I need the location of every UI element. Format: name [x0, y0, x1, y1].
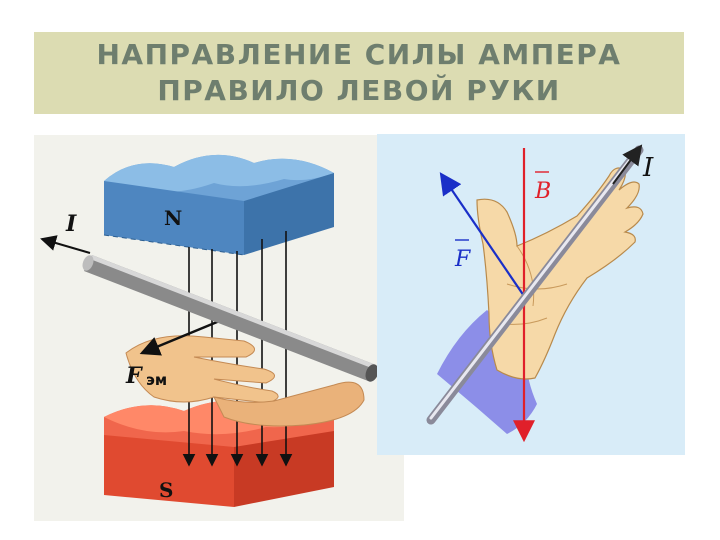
field-label: B — [534, 179, 551, 204]
left-hand-rule-figure: I B F — [377, 134, 685, 455]
current-label-left: I — [65, 211, 77, 237]
current-arrow — [40, 235, 91, 254]
force-arrow-right — [439, 172, 525, 297]
conductor-rod — [82, 255, 379, 382]
force-label-left: F — [125, 363, 143, 389]
left-hand — [125, 335, 365, 427]
pole-north-label: N — [164, 206, 182, 230]
current-label-right: I — [642, 153, 654, 183]
force-subscript-left: эм — [146, 371, 167, 389]
pole-south-label: S — [159, 478, 173, 502]
title-banner: НАПРАВЛЕНИЕ СИЛЫ АМПЕРА ПРАВИЛО ЛЕВОЙ РУ… — [34, 32, 684, 114]
title-line-1: НАПРАВЛЕНИЕ СИЛЫ АМПЕРА — [96, 38, 622, 71]
north-magnet — [103, 154, 334, 256]
right-hand — [476, 167, 644, 380]
title-line-2: ПРАВИЛО ЛЕВОЙ РУКИ — [157, 74, 561, 107]
conductor-rod-right — [426, 144, 644, 425]
magnet-conductor-figure: N S — [34, 135, 404, 521]
force-label-right: F — [454, 247, 471, 272]
